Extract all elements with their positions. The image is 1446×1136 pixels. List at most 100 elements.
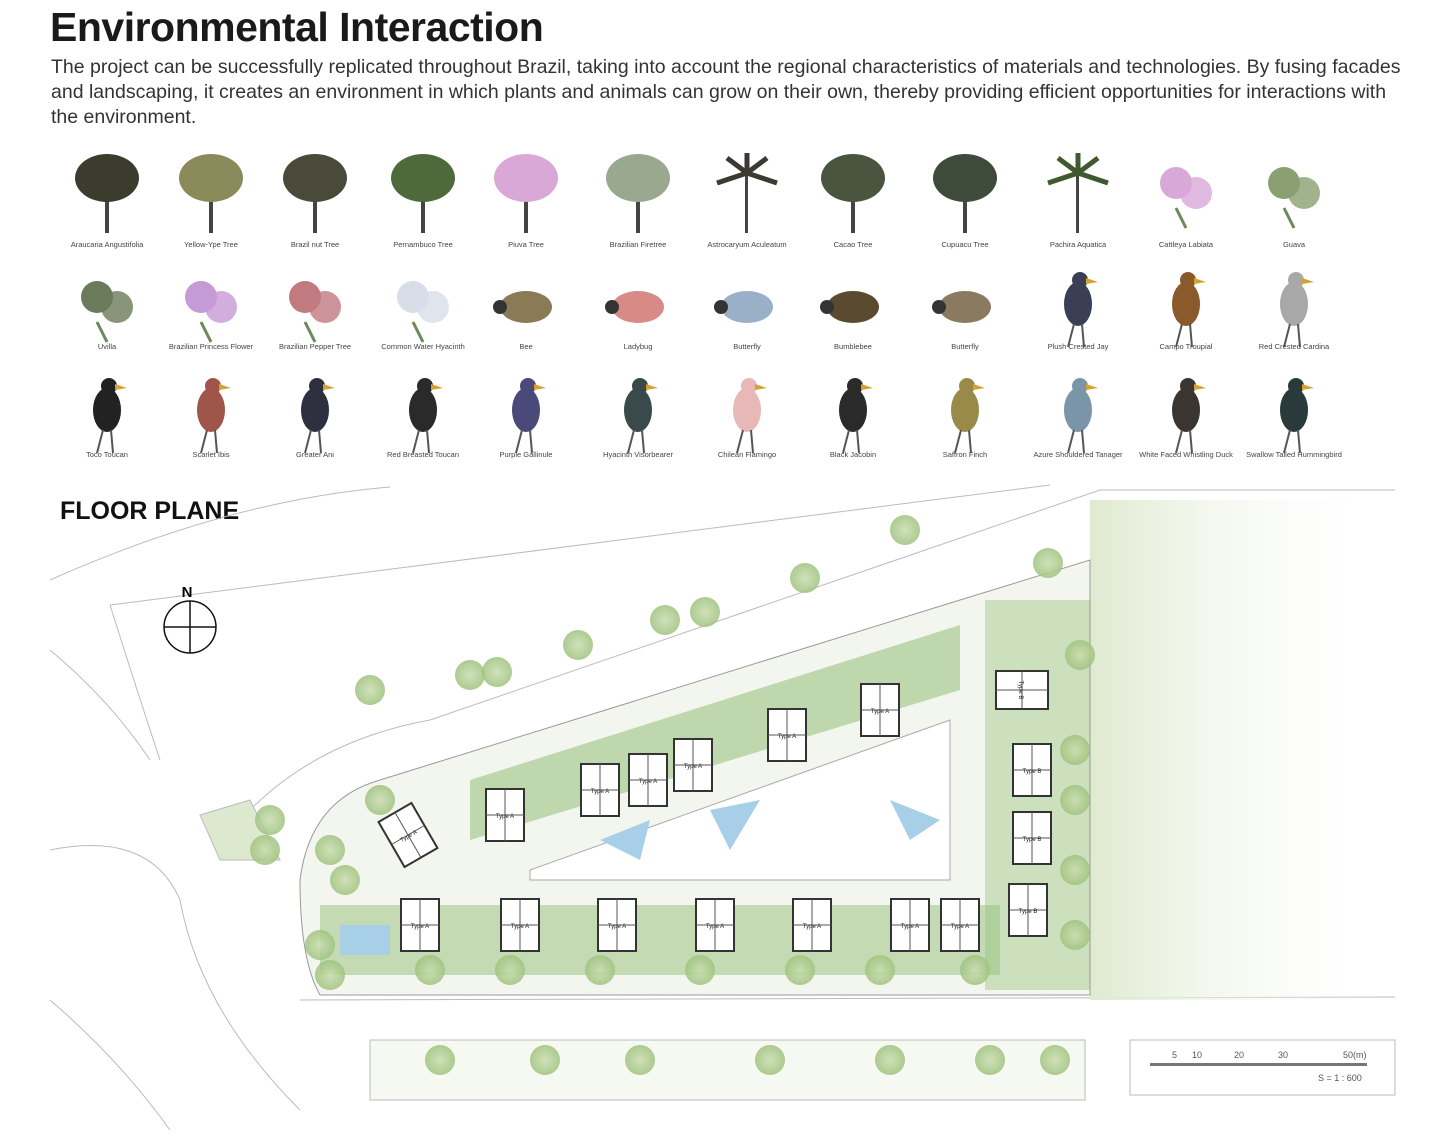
housing-unit: Type A bbox=[580, 763, 620, 817]
bird-illustration-icon bbox=[1172, 378, 1206, 454]
species-flower: Common Water Hyacinth bbox=[371, 262, 475, 351]
species-label: Brazilian Princess Flower bbox=[168, 342, 254, 351]
housing-unit: Type A bbox=[792, 898, 832, 952]
unit-type-label: Type B bbox=[1023, 837, 1042, 843]
species-insect: Bumblebee bbox=[801, 262, 905, 351]
species-label: Pachira Aquatica bbox=[1049, 240, 1107, 249]
tree-icon bbox=[585, 955, 615, 985]
housing-unit: Type A bbox=[695, 898, 735, 952]
tree-icon bbox=[355, 675, 385, 705]
tree-icon bbox=[1060, 735, 1090, 765]
species-label: Azure Shouldered Tanager bbox=[1033, 450, 1123, 459]
housing-unit: Type B bbox=[995, 670, 1049, 710]
tree-illustration-icon bbox=[391, 154, 455, 233]
species-label: Purple Gallinule bbox=[499, 450, 553, 459]
insect-illustration-icon bbox=[493, 291, 552, 323]
species-bird: Red Breasted Toucan bbox=[371, 368, 475, 459]
species-label: Hyacinth Visorbearer bbox=[603, 450, 673, 459]
flower-illustration-icon bbox=[185, 281, 237, 343]
bird-illustration-icon bbox=[301, 378, 335, 454]
species-label: Brazil nut Tree bbox=[290, 240, 340, 249]
species-label: Campo Troupial bbox=[1159, 342, 1213, 351]
tree-icon bbox=[755, 1045, 785, 1075]
unit-type-label: Type A bbox=[778, 734, 796, 740]
housing-units: Type A Type A Type A Type A Type A Type A Type… bbox=[377, 670, 1052, 952]
species-insect: Butterfly bbox=[695, 262, 799, 351]
species-label: Araucaria Angustifolia bbox=[70, 240, 144, 249]
unit-type-label: Type A bbox=[803, 924, 821, 930]
species-palm: Astrocaryum Aculeatum bbox=[695, 148, 799, 249]
species-label: Ladybug bbox=[623, 342, 653, 351]
bird-illustration-icon bbox=[93, 378, 127, 454]
bird-illustration-icon bbox=[1172, 272, 1206, 348]
scale-tick: 50(m) bbox=[1343, 1050, 1367, 1060]
unit-type-label: Type A bbox=[511, 924, 529, 930]
tree-illustration-icon bbox=[933, 154, 997, 233]
species-label: Toco Toucan bbox=[86, 450, 128, 459]
scale-tick: 30 bbox=[1278, 1050, 1289, 1060]
species-label: Red Breasted Toucan bbox=[387, 450, 459, 459]
palm-illustration-icon bbox=[716, 153, 778, 233]
trees bbox=[250, 515, 1095, 1075]
scale-tick: 10 bbox=[1192, 1050, 1203, 1060]
species-insect: Ladybug bbox=[586, 262, 690, 351]
species-bird: Greater Ani bbox=[263, 368, 367, 459]
tree-icon bbox=[785, 955, 815, 985]
bird-illustration-icon bbox=[409, 378, 443, 454]
species-label: Saffron Finch bbox=[942, 450, 988, 459]
housing-unit: Type A bbox=[628, 753, 668, 807]
species-bird: Swallow Tailed Hummingbird bbox=[1242, 368, 1346, 459]
tree-icon bbox=[890, 515, 920, 545]
species-label: Swallow Tailed Hummingbird bbox=[1246, 450, 1342, 459]
species-label: Guava bbox=[1282, 240, 1306, 249]
unit-type-label: Type A bbox=[639, 779, 657, 785]
scale-ratio: S = 1 : 600 bbox=[1318, 1073, 1362, 1083]
tree-icon bbox=[1060, 785, 1090, 815]
species-label: Bee bbox=[519, 342, 533, 351]
tree-icon bbox=[625, 1045, 655, 1075]
species-bird: Scarlet Ibis bbox=[159, 368, 263, 459]
bird-illustration-icon bbox=[1280, 272, 1314, 348]
tree-icon bbox=[865, 955, 895, 985]
tree-icon bbox=[305, 930, 335, 960]
tree-icon bbox=[315, 960, 345, 990]
species-label: Plush Crested Jay bbox=[1047, 342, 1109, 351]
unit-type-label: Type A bbox=[684, 764, 702, 770]
floor-plan-title: FLOOR PLANE bbox=[60, 497, 240, 525]
insect-illustration-icon bbox=[932, 291, 991, 323]
tree-illustration-icon bbox=[283, 154, 347, 233]
housing-unit: Type A bbox=[500, 898, 540, 952]
tree-icon bbox=[415, 955, 445, 985]
species-tree: Cupuacu Tree bbox=[913, 148, 1017, 249]
flower-illustration-icon bbox=[397, 281, 449, 343]
species-label: Red Crested Cardina bbox=[1258, 342, 1330, 351]
tree-icon bbox=[365, 785, 395, 815]
species-bird: Chilean Flamingo bbox=[695, 368, 799, 459]
flower-illustration-icon bbox=[81, 281, 133, 343]
housing-unit: Type A bbox=[767, 708, 807, 762]
species-label: Butterfly bbox=[951, 342, 979, 351]
bird-illustration-icon bbox=[839, 378, 873, 454]
tree-illustration-icon bbox=[606, 154, 670, 233]
pools bbox=[340, 800, 940, 955]
species-flower: Brazilian Princess Flower bbox=[159, 262, 263, 351]
housing-unit: Type A bbox=[485, 788, 525, 842]
tree-icon bbox=[455, 660, 485, 690]
species-flower: Guava bbox=[1242, 148, 1346, 249]
north-label: N bbox=[182, 584, 193, 601]
species-bird: Saffron Finch bbox=[913, 368, 1017, 459]
unit-type-label: Type A bbox=[608, 924, 626, 930]
housing-unit: Type A bbox=[890, 898, 930, 952]
species-label: Piuva Tree bbox=[508, 240, 544, 249]
tree-icon bbox=[1033, 548, 1063, 578]
species-label: Cattleya Labiata bbox=[1158, 240, 1214, 249]
unit-type-label: Type A bbox=[496, 814, 514, 820]
species-bird: Purple Gallinule bbox=[474, 368, 578, 459]
unit-type-label: Type B bbox=[1023, 769, 1042, 775]
species-label: Uvilla bbox=[97, 342, 117, 351]
species-insect: Butterfly bbox=[913, 262, 1017, 351]
housing-unit: Type A bbox=[597, 898, 637, 952]
species-label: Black Jacobin bbox=[829, 450, 877, 459]
scale-tick: 5 bbox=[1172, 1050, 1178, 1060]
tree-icon bbox=[1040, 1045, 1070, 1075]
